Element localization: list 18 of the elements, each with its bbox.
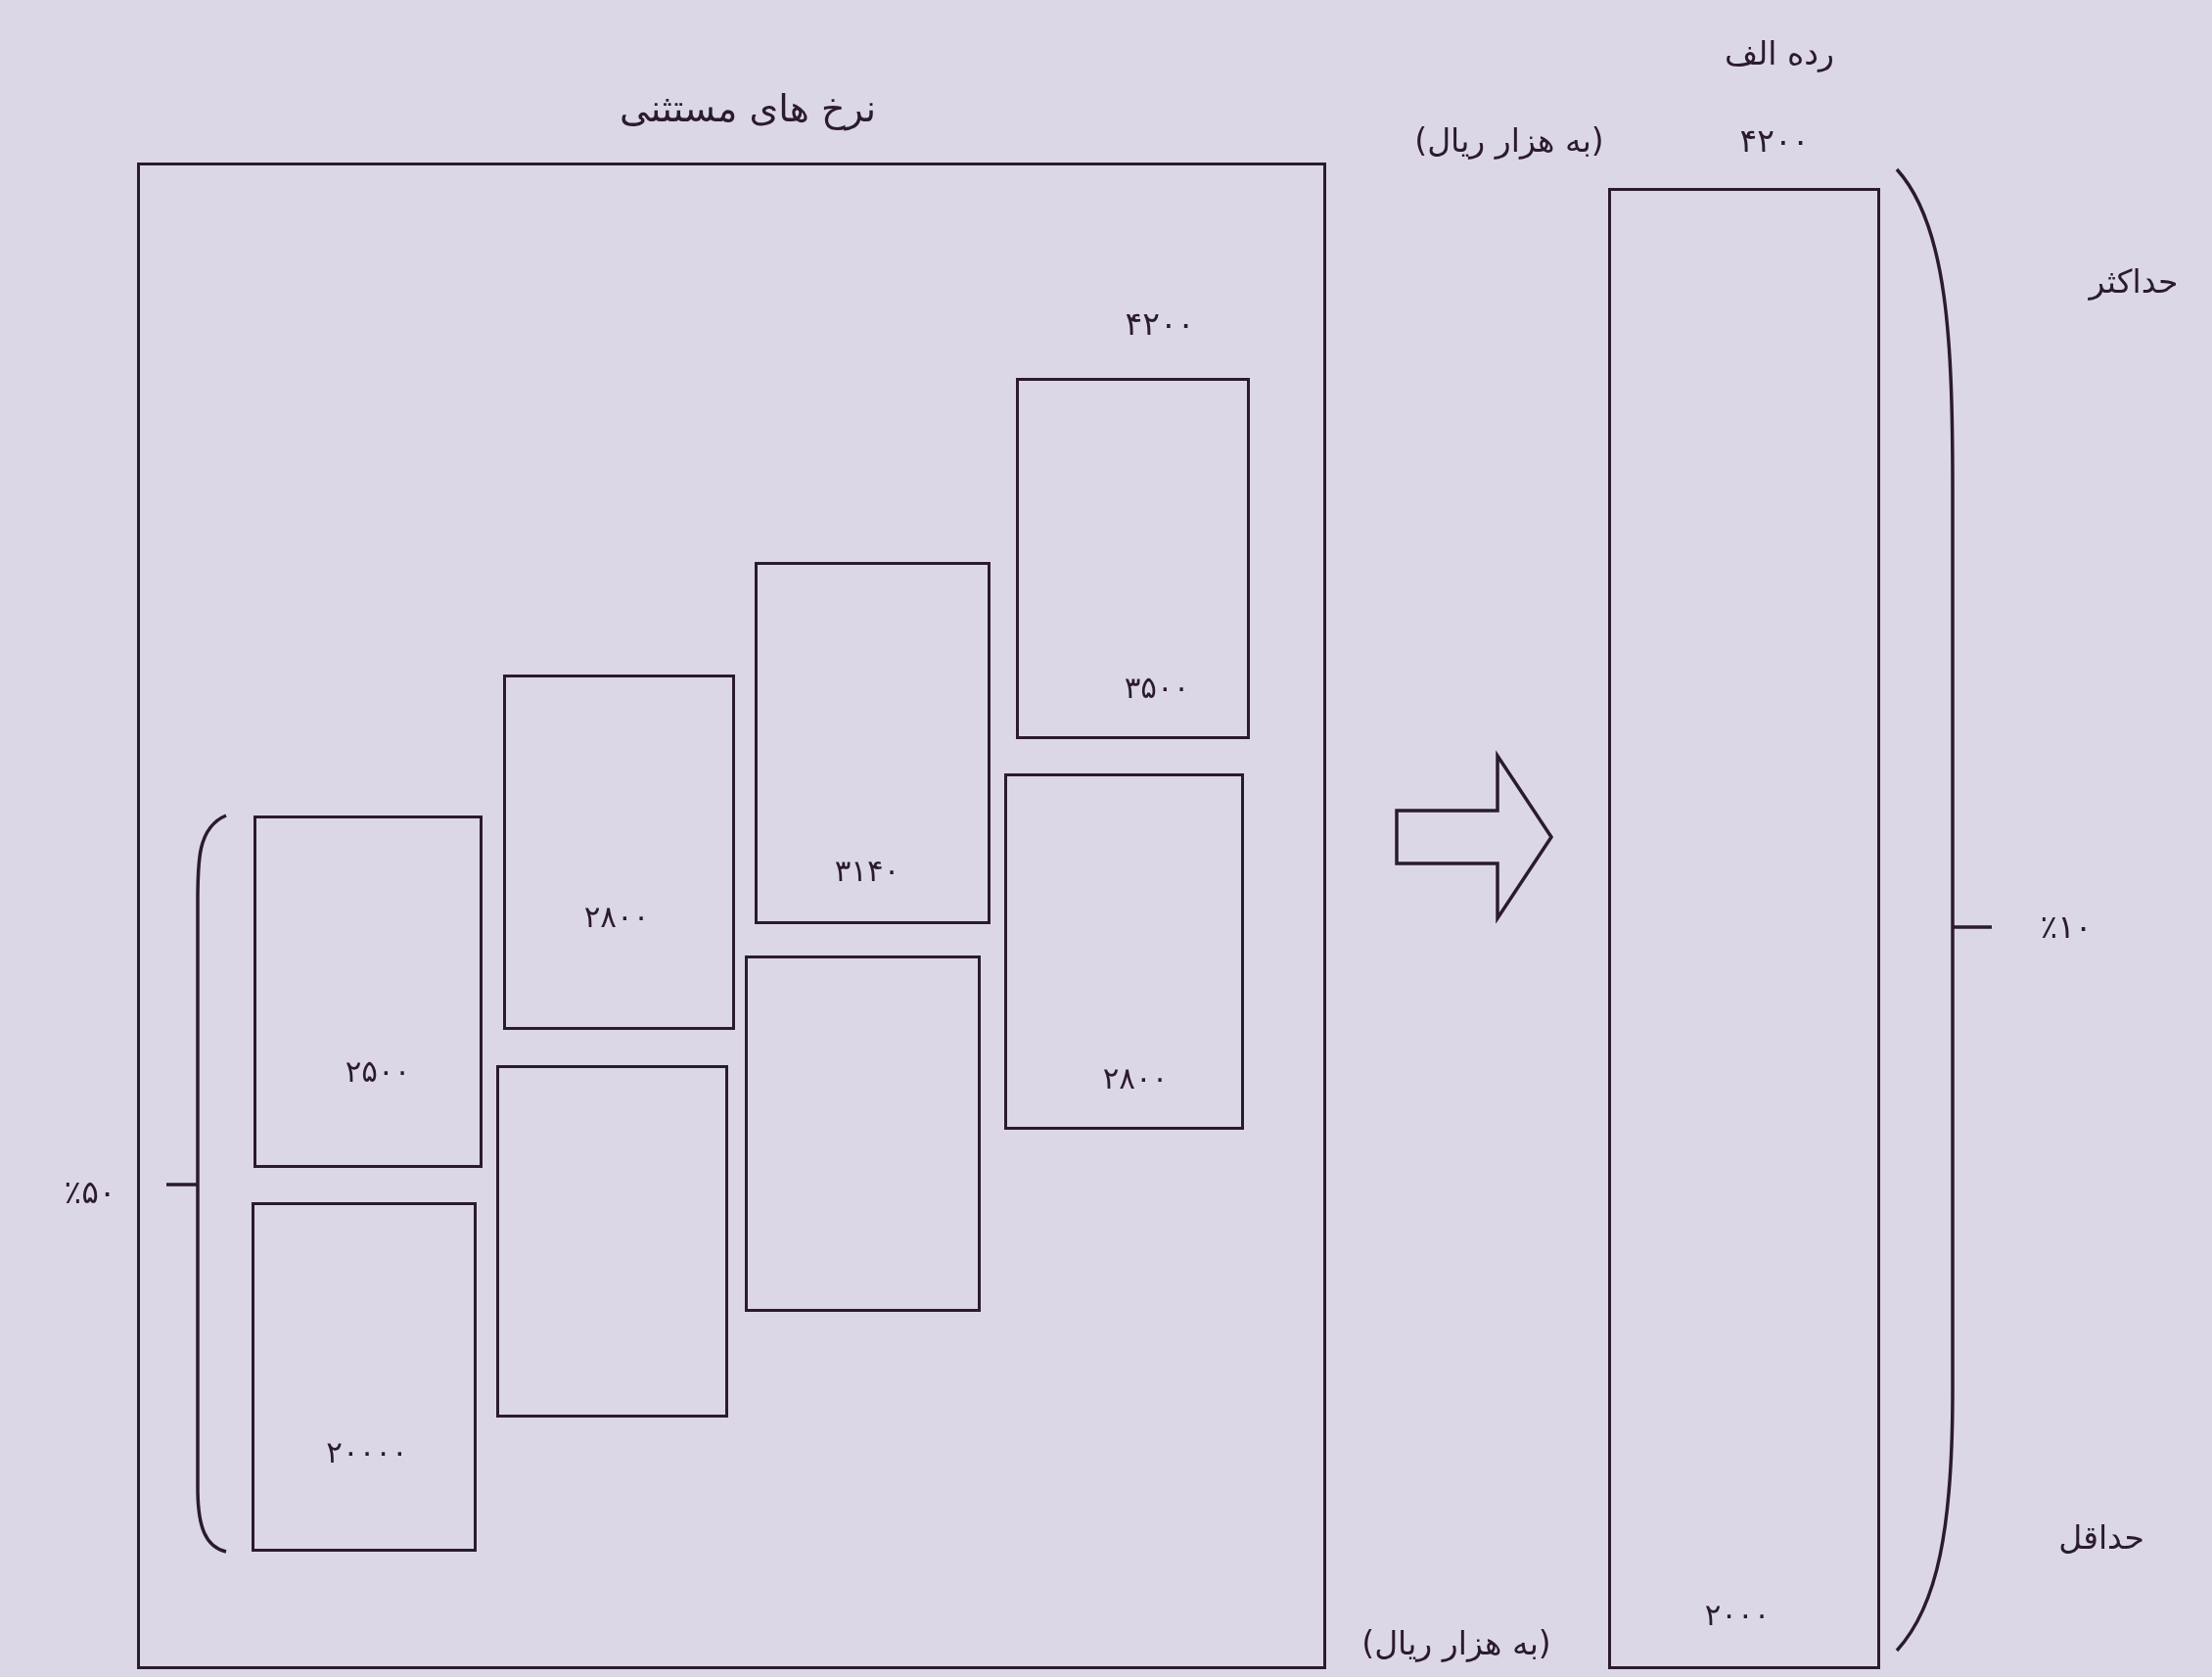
value-label: رده الف — [1725, 35, 1834, 72]
value-label: ۲۸۰۰ — [1102, 1061, 1169, 1096]
percent-label: ٪۱۰ — [2040, 908, 2093, 946]
min-label: حداقل — [2058, 1519, 2144, 1557]
percent-label: ٪۵۰ — [64, 1174, 116, 1211]
block-arrow — [1395, 750, 1554, 924]
unit-note: (به هزار ریال) — [1414, 122, 1604, 160]
value-label: ۳۵۰۰ — [1124, 671, 1190, 706]
value-label: ۴۲۰۰ — [1739, 122, 1810, 160]
value-label: ۲۸۰۰ — [583, 900, 650, 935]
value-label: ۴۲۰۰ — [1125, 305, 1195, 343]
value-label: ۲۰۰۰ — [1704, 1598, 1771, 1633]
value-label: ۲۰۰۰۰ — [326, 1435, 408, 1470]
frame-title: نرخ های مستثنی — [620, 88, 876, 131]
value-label: ۳۱۴۰ — [834, 854, 900, 889]
unit-note: (به هزار ریال) — [1361, 1625, 1551, 1662]
max-label: حداکثر — [2089, 263, 2179, 301]
value-label: ۲۵۰۰ — [345, 1054, 411, 1090]
